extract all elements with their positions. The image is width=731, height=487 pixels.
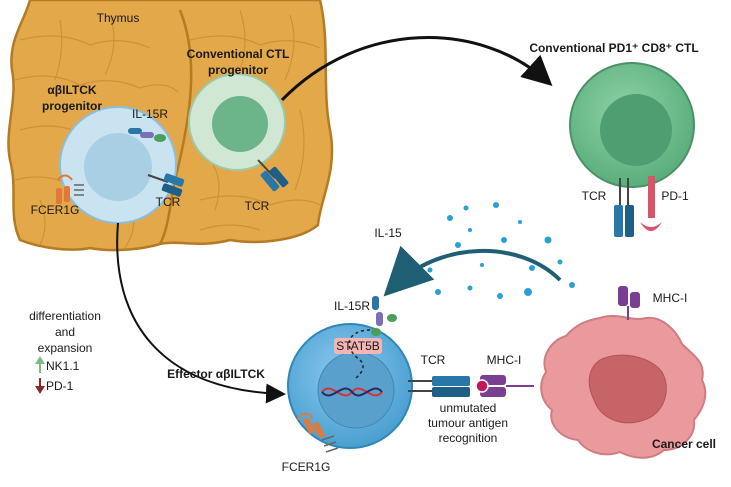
mhc-label-top: MHC-I	[653, 291, 688, 305]
tcr-receptor-icon	[614, 178, 634, 237]
recognition-label-1: unmutated	[440, 401, 497, 415]
il15-label: IL-15	[374, 226, 402, 240]
pd1-down-label: PD-1	[46, 379, 74, 393]
fcer1g-label-progenitor: FCER1G	[31, 203, 80, 217]
up-arrow-icon	[35, 356, 45, 373]
pd1-receptor-icon	[640, 176, 662, 231]
thymus-label: Thymus	[97, 11, 140, 25]
stat5b-label: STAT5B	[336, 339, 380, 353]
conventional-ctl-cell	[569, 62, 695, 188]
stat5b-signal-path	[348, 329, 371, 379]
recognition-label-3: recognition	[439, 431, 498, 445]
tcr-label-effector: TCR	[421, 353, 446, 367]
mhc-receptor-icon	[618, 286, 640, 320]
nk11-label: NK1.1	[46, 359, 80, 373]
il15r-label-progenitor: IL-15R	[132, 107, 168, 121]
fcer1g-label-effector: FCER1G	[282, 460, 331, 474]
conventional-ctl-title: Conventional PD1⁺ CD8⁺ CTL	[529, 41, 698, 55]
dna-icon	[321, 387, 383, 397]
il15r-receptor-icon	[128, 128, 166, 142]
stat5b-box	[334, 338, 382, 354]
differentiation-label-1: differentiation	[29, 309, 101, 323]
ab-progenitor-title-2: progenitor	[42, 99, 102, 113]
arrow-differentiation	[116, 222, 286, 404]
il15r-receptor-icon	[371, 296, 397, 336]
tcr-label-progenitor: TCR	[156, 195, 181, 209]
conventional-progenitor-title-2: progenitor	[208, 63, 268, 77]
cancer-cell	[540, 315, 707, 459]
pd1-label: PD-1	[661, 189, 689, 203]
mhc-label-effector: MHC-I	[487, 353, 522, 367]
differentiation-label-2: and	[55, 325, 75, 339]
conventional-ctl-progenitor-cell	[188, 73, 286, 171]
tcr-mhc-complex-icon	[408, 375, 534, 397]
conventional-progenitor-title-1: Conventional CTL	[187, 47, 290, 61]
differentiation-label-3: expansion	[38, 341, 93, 355]
recognition-label-2: tumour antigen	[428, 416, 508, 430]
down-arrow-icon	[35, 378, 45, 394]
fcer1g-receptor-icon	[56, 174, 84, 204]
tcr-label-ctl: TCR	[582, 189, 607, 203]
il15-arrow	[383, 245, 562, 297]
tcr-label-conventional-progenitor: TCR	[245, 199, 270, 213]
tcr-receptor-icon	[257, 159, 289, 192]
ab-progenitor-title-1: αβILTCK	[47, 83, 96, 97]
cancer-cell-label: Cancer cell	[652, 437, 716, 451]
tcr-receptor-icon	[147, 173, 185, 197]
arrow-to-conventional-ctl	[280, 36, 553, 102]
fcer1g-receptor-icon	[297, 412, 339, 453]
il15r-label-effector: IL-15R	[334, 299, 370, 313]
effector-title: Effector αβILTCK	[167, 367, 265, 381]
il15-cytokine-dots	[427, 202, 575, 299]
